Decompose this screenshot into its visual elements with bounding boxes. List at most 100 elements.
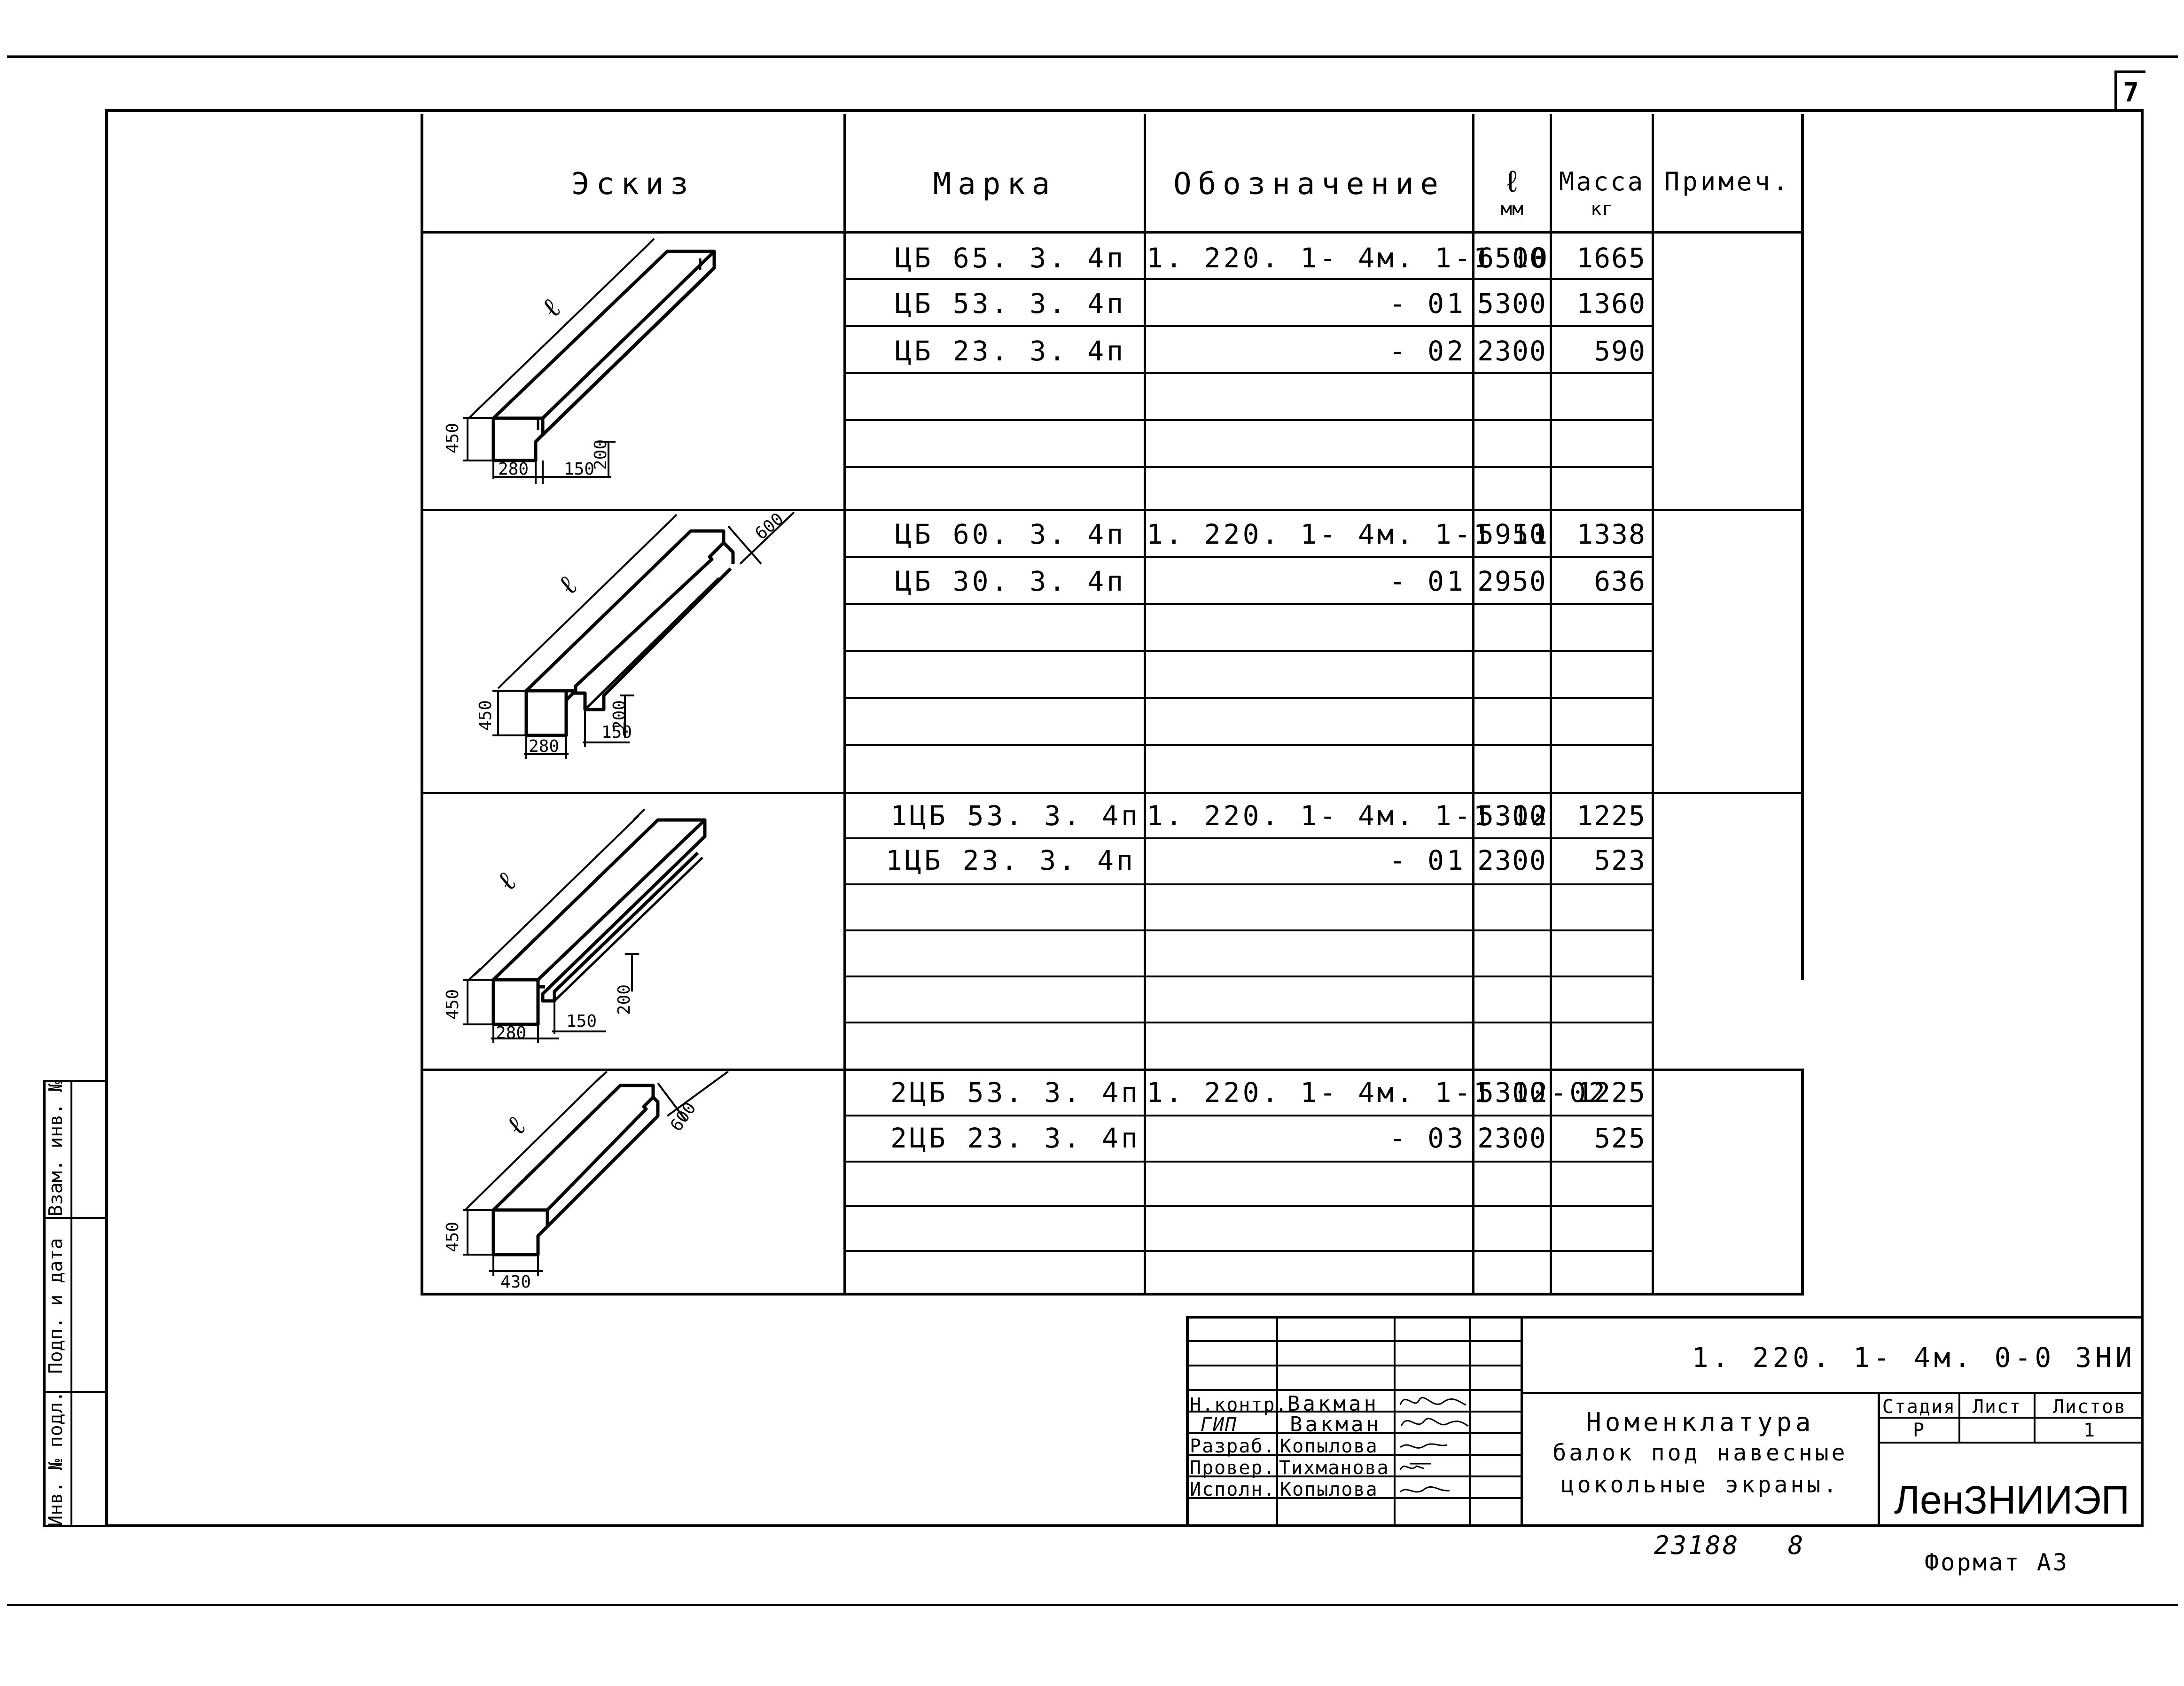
tb-title-line-2: балок под навесные — [1552, 1440, 1848, 1466]
tb-document-code: 1. 220. 1- 4м. 0-0 ЗНИ — [1692, 1342, 2136, 1374]
row-line — [843, 603, 1654, 605]
tb-role: Н.контр. — [1190, 1394, 1288, 1416]
sketch-length-label: ℓ — [552, 568, 584, 602]
cell-mass: 1360 — [1576, 288, 1646, 320]
tb-vline — [1394, 1316, 1396, 1527]
tb-sheets-value: 1 — [2083, 1420, 2096, 1441]
tb-stage-vline-2 — [1958, 1392, 1960, 1443]
sketch-height-label: 450 — [443, 989, 462, 1020]
sketch-width-label: 430 — [500, 1272, 531, 1292]
beam-sketch-2: ℓ 450 280 150 200 600 — [476, 512, 795, 759]
sketch-width2-label: 150 — [564, 460, 594, 479]
header-mark: Марка — [933, 167, 1057, 202]
row-line — [843, 325, 1654, 327]
cell-length: 2300 — [1477, 844, 1547, 876]
sketch-width-label: 280 — [496, 1023, 526, 1043]
tb-role: ГИП — [1201, 1414, 1238, 1436]
header-bottom-line — [421, 231, 1804, 234]
header-sketch: Эскиз — [571, 167, 695, 202]
page-number-box — [2114, 70, 2145, 112]
tb-name: Тихманова — [1279, 1457, 1389, 1479]
group-separator-3 — [421, 1069, 1804, 1071]
table-border-right-lower — [1801, 1069, 1804, 1295]
drawing-frame — [105, 109, 2144, 1527]
tb-name: Копылова — [1280, 1436, 1378, 1457]
header-notes: Примеч. — [1664, 167, 1791, 196]
row-line — [843, 1115, 1654, 1116]
cell-length: 6500 — [1477, 242, 1547, 274]
sketch-length-label: ℓ — [536, 291, 567, 325]
cell-mark: 1ЦБ 23. 3. 4п — [886, 844, 1136, 876]
tb-sheet-label: Лист — [1972, 1396, 2022, 1418]
row-line — [843, 744, 1654, 746]
row-line — [843, 697, 1654, 699]
beam-sketch-1: ℓ 450 280 150 200 — [443, 238, 716, 484]
cell-length: 2300 — [1477, 1122, 1547, 1154]
bottom-trim-line — [7, 1604, 2178, 1606]
tb-title-line-1: Номенклатура — [1586, 1407, 1815, 1437]
row-line — [843, 883, 1654, 885]
tb-stage-hline-2 — [1878, 1442, 2144, 1444]
cell-designation: 1. 220. 1- 4м. 1-1 12-02 — [1147, 1077, 1608, 1108]
cell-mark: ЦБ 53. 3. 4п — [895, 288, 1126, 320]
tb-vline — [1521, 1316, 1523, 1527]
header-designation: Обозначение — [1173, 167, 1445, 202]
sketch-height-label: 450 — [476, 700, 495, 731]
side-stamp-vzam-inv: Взам. инв. № — [45, 1080, 67, 1217]
side-stamp-inv-podl: Инв. № подл. — [45, 1391, 67, 1527]
sketch-width2-label: 150 — [601, 723, 632, 742]
tb-hline — [1186, 1340, 1521, 1342]
col-line-mark — [843, 114, 846, 1295]
tb-hline — [1186, 1497, 1521, 1499]
sketch-width-label: 280 — [498, 460, 529, 479]
header-mass: Масса — [1559, 167, 1645, 196]
sketch-top-label: 600 — [667, 1099, 700, 1135]
row-line — [843, 419, 1654, 421]
tb-organization: ЛенЗНИИЭП — [1894, 1478, 2130, 1522]
cell-mass: 1665 — [1576, 242, 1646, 274]
beam-sketch-3: ℓ 450 280 150 200 — [443, 808, 707, 1043]
cell-length: 2950 — [1477, 565, 1547, 597]
sketch-width2-label: 150 — [566, 1012, 597, 1031]
cell-designation: - 03 — [1389, 1122, 1466, 1154]
header-length: ℓ — [1503, 164, 1521, 199]
header-mass-unit: кг — [1590, 198, 1614, 220]
beam-sketch-4: ℓ 450 430 600 — [443, 1071, 729, 1292]
group-separator-2 — [421, 792, 1804, 794]
cell-length: 5950 — [1477, 518, 1547, 550]
side-stamp-podp-data: Подп. и дата — [45, 1238, 67, 1374]
tb-vline — [1469, 1316, 1471, 1527]
cell-mass: 523 — [1594, 844, 1646, 876]
tb-vline — [1276, 1316, 1278, 1527]
signatures — [1399, 1397, 1469, 1493]
cell-mass: 636 — [1594, 565, 1646, 597]
row-line — [843, 929, 1654, 931]
tb-role: Исполн. — [1190, 1479, 1276, 1500]
title-block — [1186, 1316, 2144, 1527]
row-line — [843, 1022, 1654, 1023]
cell-designation: - 01 — [1389, 844, 1466, 876]
tb-hline — [1186, 1432, 1521, 1434]
tb-hline — [1186, 1365, 1521, 1366]
col-line-designation — [1144, 114, 1146, 1295]
row-line — [843, 837, 1654, 839]
cell-length: 2300 — [1477, 335, 1547, 367]
sketch-length-label: ℓ — [491, 864, 523, 898]
tb-hline — [1186, 1454, 1521, 1456]
table-border-left — [421, 114, 423, 1295]
tb-role: Разраб. — [1190, 1436, 1276, 1457]
cell-mass: 1338 — [1576, 518, 1646, 550]
page-number: 7 — [2123, 78, 2139, 108]
cell-mass: 1225 — [1576, 800, 1646, 832]
cell-mark: ЦБ 60. 3. 4п — [895, 518, 1126, 550]
cell-mass: 590 — [1594, 335, 1646, 367]
side-stamp — [43, 1080, 105, 1527]
tb-stage-vline-3 — [2034, 1392, 2036, 1443]
col-line-mass — [1550, 114, 1552, 1295]
tb-name: Вакман — [1287, 1392, 1379, 1416]
cell-designation: - 01 — [1389, 565, 1466, 597]
cell-mass: 525 — [1594, 1122, 1646, 1154]
top-trim-line — [7, 55, 2178, 58]
sketch-height2-label: 200 — [591, 439, 610, 470]
row-line — [843, 556, 1654, 558]
